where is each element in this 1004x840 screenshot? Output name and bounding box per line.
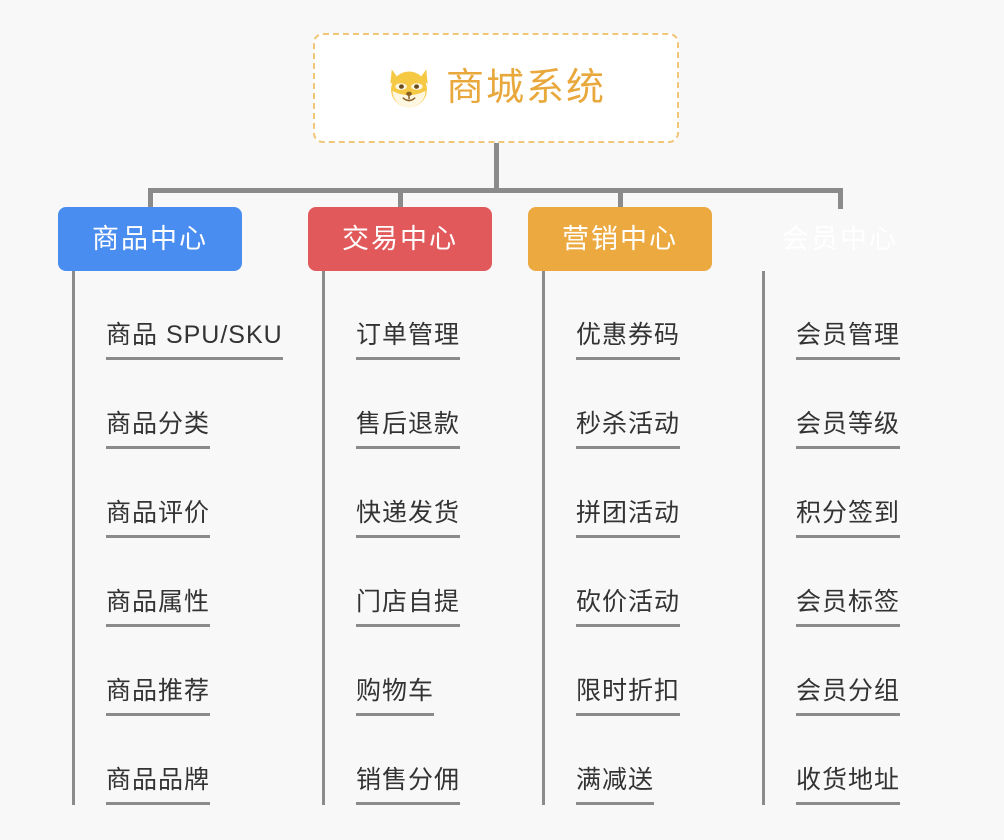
leaf-label: 商品分类 [106, 412, 211, 449]
category-drop-connector [398, 188, 403, 209]
leaf-item[interactable]: 砍价活动 [542, 538, 681, 627]
leaf-label: 秒杀活动 [576, 412, 681, 449]
leaf-item[interactable]: 售后退款 [322, 360, 461, 449]
leaf-item[interactable]: 快递发货 [322, 449, 461, 538]
leaf-column-1: 商品 SPU/SKU 商品分类商品评价商品属性商品推荐商品品牌 [72, 271, 283, 805]
leaf-item[interactable]: 会员等级 [762, 360, 901, 449]
leaf-item[interactable]: 订单管理 [322, 271, 461, 360]
root-node[interactable]: 商城系统 [313, 33, 679, 143]
leaf-item[interactable]: 商品推荐 [72, 627, 283, 716]
leaf-item[interactable]: 满减送 [542, 716, 680, 805]
category-node-4[interactable]: 会员中心 [748, 207, 932, 271]
leaf-spine-connector [72, 271, 75, 805]
leaf-label: 售后退款 [356, 412, 461, 449]
leaf-item[interactable]: 积分签到 [762, 449, 901, 538]
category-label: 商品中心 [92, 223, 208, 254]
leaf-column-2: 订单管理售后退款快递发货门店自提购物车销售分佣 [322, 271, 461, 805]
category-node-1[interactable]: 商品中心 [58, 207, 242, 271]
leaf-item[interactable]: 商品品牌 [72, 716, 283, 805]
leaf-column-4: 会员管理会员等级积分签到会员标签会员分组收货地址 [762, 271, 901, 805]
leaf-spine-connector [542, 271, 545, 805]
leaf-label: 会员分组 [796, 679, 901, 716]
leaf-item[interactable]: 商品属性 [72, 538, 283, 627]
leaf-column-3: 优惠券码秒杀活动拼团活动砍价活动限时折扣满减送 [542, 271, 681, 805]
leaf-item[interactable]: 限时折扣 [542, 627, 681, 716]
category-drop-connector [618, 188, 623, 209]
leaf-item[interactable]: 会员管理 [762, 271, 901, 360]
leaf-item[interactable]: 商品分类 [72, 360, 283, 449]
leaf-item[interactable]: 拼团活动 [542, 449, 681, 538]
shiba-dog-face-icon [390, 69, 428, 108]
leaf-label: 会员等级 [796, 412, 901, 449]
leaf-label: 拼团活动 [576, 501, 681, 538]
leaf-item[interactable]: 优惠券码 [542, 271, 681, 360]
leaf-item[interactable]: 门店自提 [322, 538, 461, 627]
leaf-spine-connector [762, 271, 765, 805]
leaf-label: 会员管理 [796, 323, 901, 360]
category-bus-connector [150, 188, 840, 193]
category-node-3[interactable]: 营销中心 [528, 207, 712, 271]
category-drop-connector [148, 188, 153, 209]
leaf-label: 优惠券码 [576, 323, 681, 360]
category-label: 交易中心 [342, 223, 458, 254]
root-title: 商城系统 [445, 67, 606, 109]
leaf-item[interactable]: 会员分组 [762, 627, 901, 716]
leaf-label: 收货地址 [796, 768, 901, 805]
leaf-label: 商品评价 [106, 501, 211, 538]
leaf-label: 会员标签 [796, 590, 901, 627]
leaf-label: 商品属性 [106, 590, 211, 627]
leaf-item[interactable]: 商品 SPU/SKU [72, 271, 283, 360]
leaf-label: 满减送 [576, 768, 655, 805]
leaf-label: 积分签到 [796, 501, 901, 538]
leaf-label: 门店自提 [356, 590, 461, 627]
category-label: 营销中心 [562, 223, 678, 254]
leaf-label: 商品 SPU/SKU [106, 323, 283, 360]
leaf-label: 限时折扣 [576, 679, 681, 716]
leaf-item[interactable]: 秒杀活动 [542, 360, 681, 449]
leaf-item[interactable]: 商品评价 [72, 449, 283, 538]
leaf-label: 购物车 [356, 679, 435, 716]
leaf-label: 快递发货 [356, 501, 461, 538]
leaf-item[interactable]: 会员标签 [762, 538, 901, 627]
leaf-spine-connector [322, 271, 325, 805]
leaf-item[interactable]: 收货地址 [762, 716, 901, 805]
category-label: 会员中心 [782, 223, 898, 254]
leaf-label: 订单管理 [356, 323, 461, 360]
leaf-label: 砍价活动 [576, 590, 681, 627]
category-node-2[interactable]: 交易中心 [308, 207, 492, 271]
leaf-label: 销售分佣 [356, 768, 461, 805]
category-drop-connector [838, 188, 843, 209]
leaf-item[interactable]: 销售分佣 [322, 716, 461, 805]
leaf-item[interactable]: 购物车 [322, 627, 460, 716]
root-stem-connector [494, 143, 499, 191]
leaf-label: 商品推荐 [106, 679, 211, 716]
leaf-label: 商品品牌 [106, 768, 211, 805]
